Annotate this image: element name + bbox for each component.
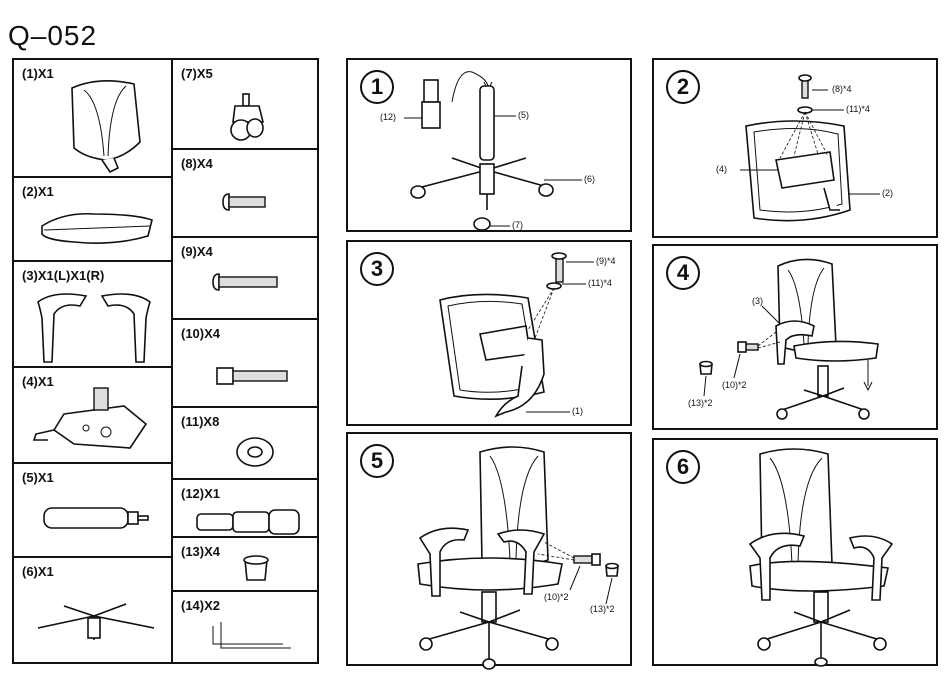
part-label: (6)X1 [22,564,54,579]
callout: (4) [716,164,727,174]
step-6-panel: 6 [652,438,938,667]
step-4-panel: 4 (3) (10)*2 (13)*2 [652,244,938,430]
step-3-panel: 3 (9)*4 (11)*4 (1) [346,240,632,426]
washer-icon [236,437,274,467]
callout: (13)*2 [688,398,713,408]
part-label: (9)X4 [181,244,213,259]
part-cell-7: (7)X5 [171,58,319,150]
part-cell-9: (9)X4 [171,236,319,320]
step-number: 5 [360,444,394,478]
callout: (6) [584,174,595,184]
callout: (5) [518,110,529,120]
callout: (3) [752,296,763,306]
part-label: (4)X1 [22,374,54,389]
bolt-long-icon [212,273,278,291]
part-label: (8)X4 [181,156,213,171]
step-1-illustration [404,71,582,231]
part-label: (14)X2 [181,598,221,613]
backrest-icon [71,80,141,174]
gas-cylinder-icon [43,507,149,529]
part-label: (13)X4 [181,544,221,559]
part-label: (1)X1 [22,66,54,81]
step-number: 6 [666,450,700,484]
seat-cushion-icon [41,212,153,244]
mechanism-plate-icon [32,387,148,449]
callout: (9)*4 [596,256,616,266]
bolt-hex-icon [216,367,288,385]
step-number: 3 [360,252,394,286]
part-cell-10: (10)X4 [171,318,319,408]
callout: (2) [882,188,893,198]
part-label: (12)X1 [181,486,221,501]
callout: (11)*4 [846,104,870,114]
part-label: (5)X1 [22,470,54,485]
step-number: 1 [360,70,394,104]
caster-icon [230,93,265,141]
callout: (11)*4 [588,278,612,288]
step-number: 4 [666,256,700,290]
callout: (1) [572,406,583,416]
callout: (12) [380,112,397,122]
callout: (10)*2 [544,592,569,602]
part-label: (11)X8 [181,414,220,429]
part-cell-4: (4)X1 [12,366,173,464]
bolt-short-icon [222,193,266,211]
callout: (10)*2 [722,380,747,390]
part-label: (10)X4 [181,326,221,341]
part-label: (7)X5 [181,66,213,81]
step-1-panel: 1 (12) (5) (6) (7) [346,58,632,232]
step-6-illustration [748,448,894,667]
part-cell-14: (14)X2 [171,590,319,664]
step-2-panel: 2 (8)*4 (11)*4 (4) (2) [652,58,938,238]
callout: (8)*4 [832,84,852,94]
step-3-illustration [439,252,594,418]
part-label: (3)X1(L)X1(R) [22,268,105,283]
step-5-illustration [417,446,619,670]
part-cell-5: (5)X1 [12,462,173,558]
part-cell-6: (6)X1 [12,556,173,664]
part-cell-1: (1)X1 [12,58,173,178]
armrests-icon [37,293,151,363]
step-5-panel: 5 (10)*2 (13)*2 [346,432,632,670]
part-cell-11: (11)X8 [171,406,319,480]
allen-key-icon [212,622,291,649]
step-4-illustration [699,258,879,420]
cylinder-cover-icon [196,509,300,535]
callout: (7) [512,220,523,230]
part-cell-12: (12)X1 [171,478,319,538]
star-base-icon [37,603,155,640]
part-cell-2: (2)X1 [12,176,173,262]
callout: (13)*2 [590,604,615,614]
step-2-illustration [740,74,880,222]
part-cell-13: (13)X4 [171,536,319,592]
part-cell-3: (3)X1(L)X1(R) [12,260,173,368]
part-cell-8: (8)X4 [171,148,319,238]
step-number: 2 [666,70,700,104]
part-label: (2)X1 [22,184,54,199]
document-title: Q–052 [8,20,98,51]
cap-icon [243,555,269,581]
